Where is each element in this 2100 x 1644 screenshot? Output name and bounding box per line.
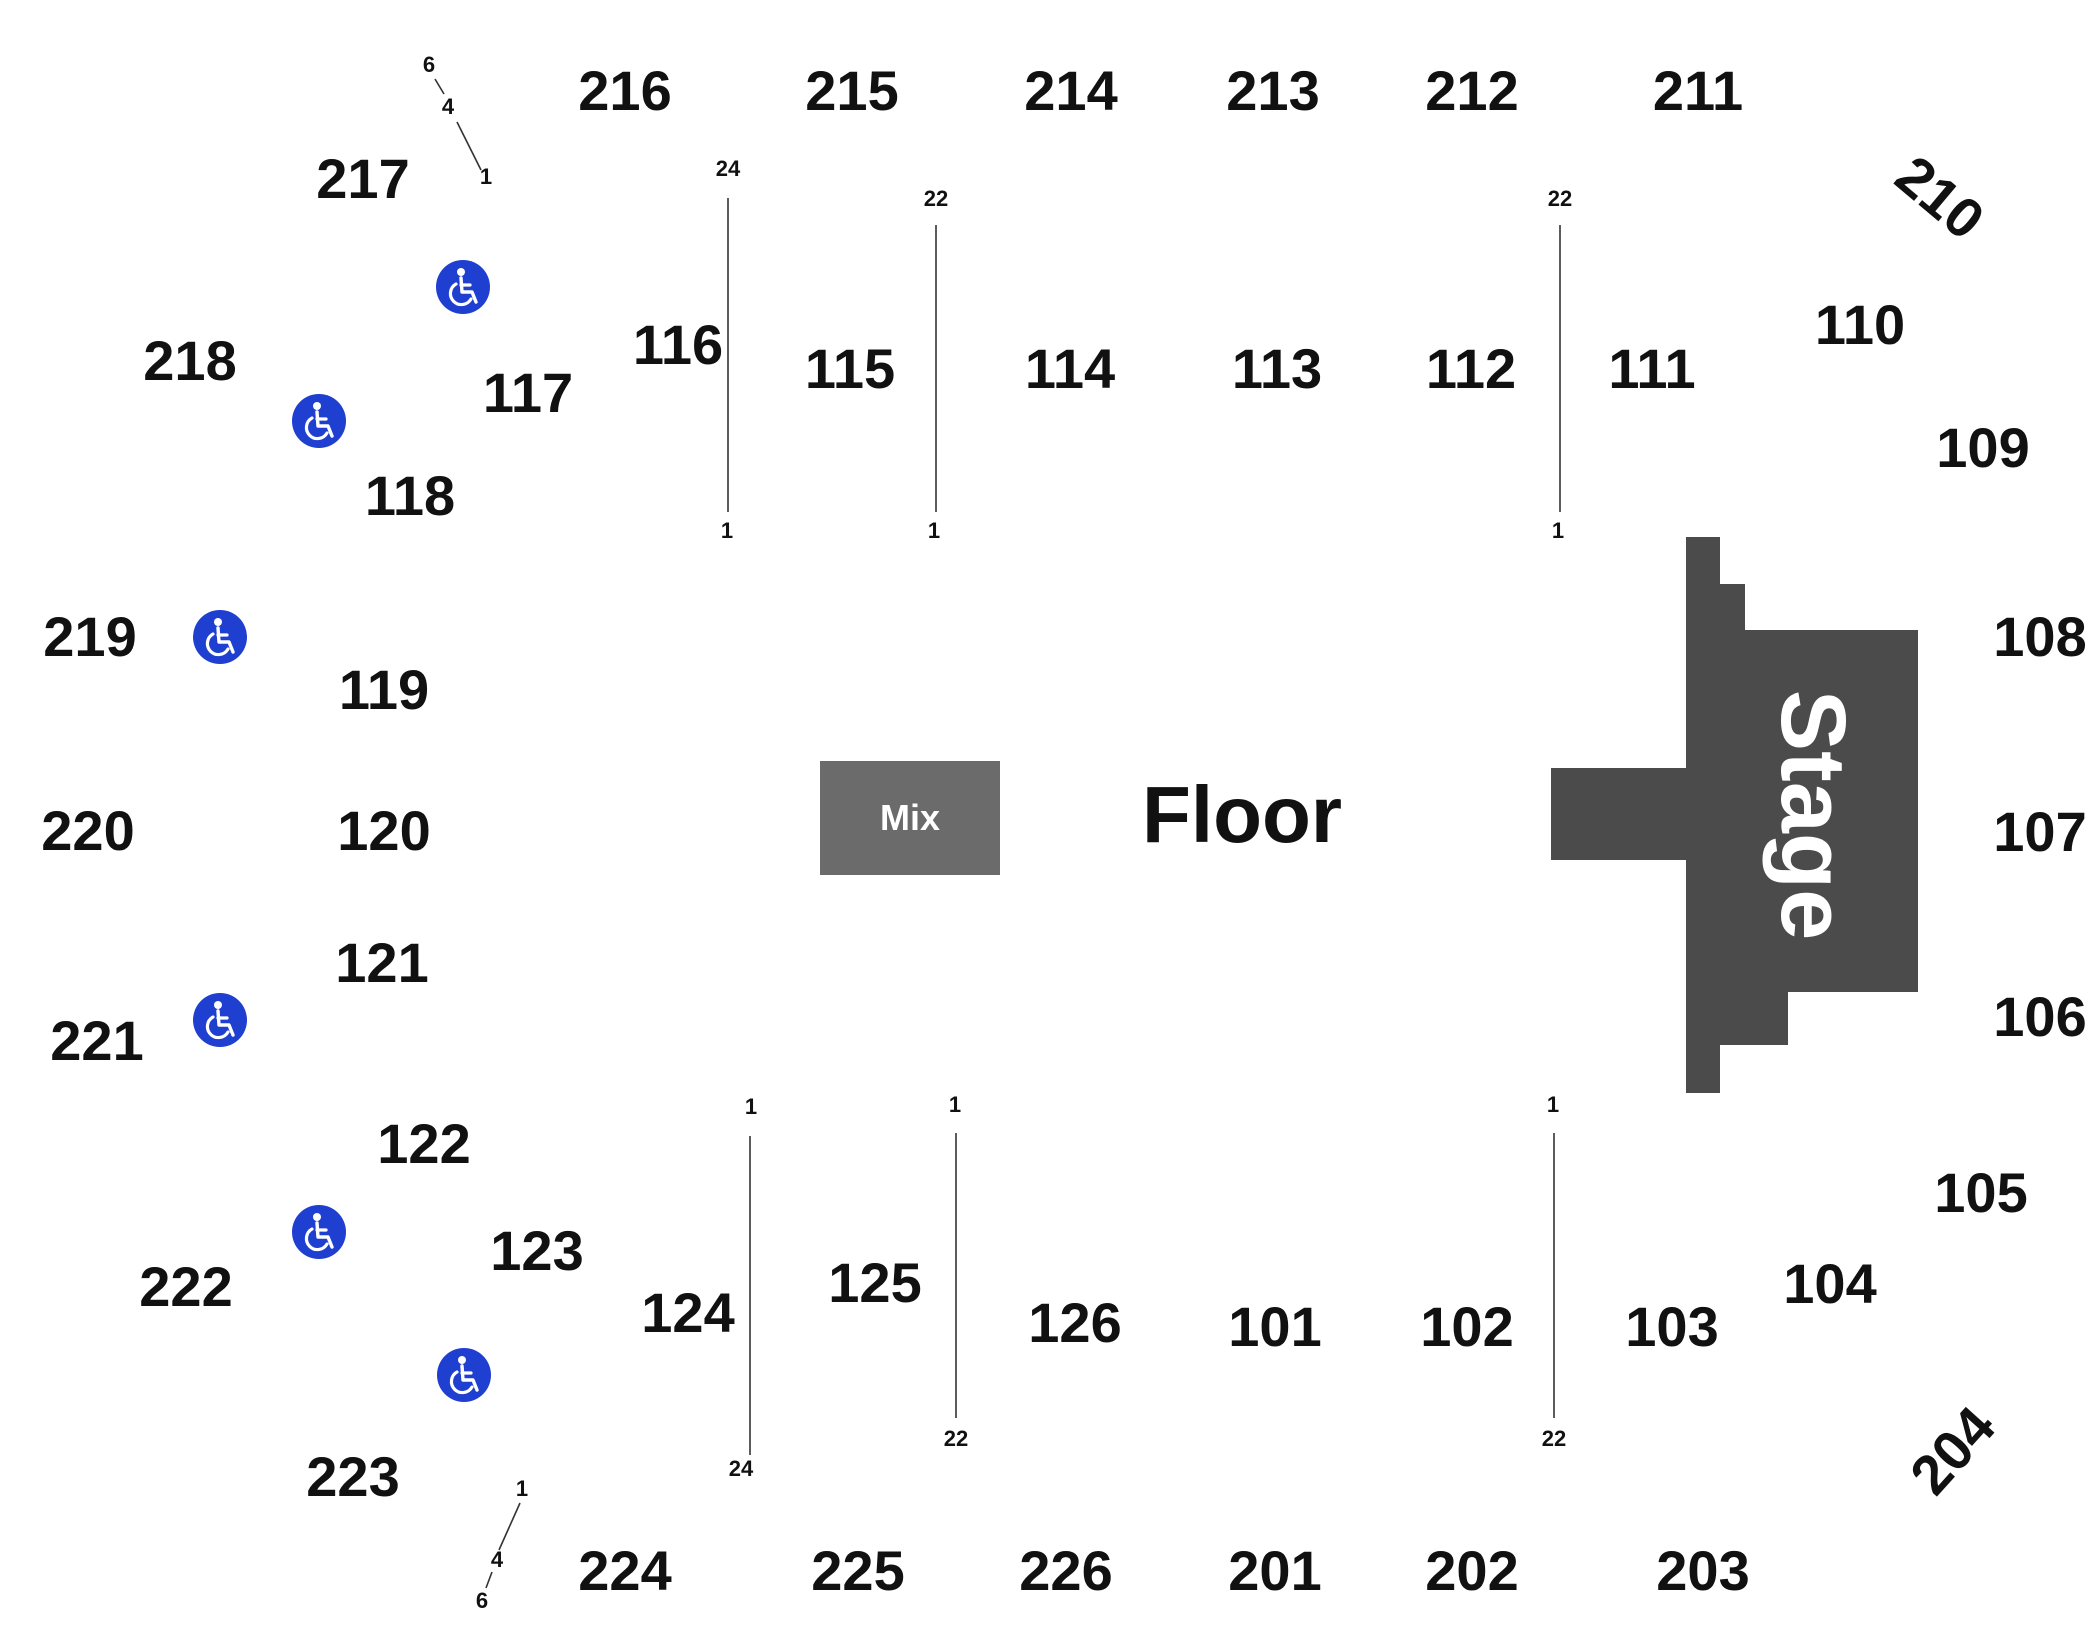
section-109[interactable]: 109: [1936, 416, 2029, 479]
wheelchair-accessible-icon[interactable]: [191, 608, 249, 666]
aisle-line-223-b: [485, 1571, 493, 1589]
stage-label: Stage: [1762, 690, 1864, 941]
section-213[interactable]: 213: [1226, 59, 1319, 122]
row-marker-22-125: 22: [944, 1426, 968, 1451]
section-215[interactable]: 215: [805, 59, 898, 122]
row-marker-1-bottom: 1: [516, 1476, 528, 1501]
section-226[interactable]: 226: [1019, 1539, 1112, 1602]
section-126[interactable]: 126: [1028, 1291, 1121, 1354]
section-211[interactable]: 211: [1653, 59, 1743, 122]
aisle-line-217-a: [434, 78, 445, 95]
section-221[interactable]: 221: [50, 1009, 143, 1072]
row-marker-4-top: 4: [442, 94, 455, 119]
wheelchair-accessible-icon[interactable]: [434, 258, 492, 316]
section-110[interactable]: 110: [1815, 293, 1905, 356]
section-104[interactable]: 104: [1783, 1252, 1876, 1315]
section-106[interactable]: 106: [1993, 985, 2086, 1048]
section-113[interactable]: 113: [1232, 337, 1322, 400]
section-201[interactable]: 201: [1228, 1539, 1321, 1602]
section-119[interactable]: 119: [339, 658, 429, 721]
section-108[interactable]: 108: [1993, 605, 2086, 668]
row-marker-1-115: 1: [928, 518, 940, 543]
aisle-line-223-a: [498, 1502, 521, 1551]
row-marker-24-top: 24: [716, 156, 741, 181]
section-114[interactable]: 114: [1025, 337, 1115, 400]
section-218[interactable]: 218: [143, 329, 236, 392]
floor-label[interactable]: Floor: [1142, 770, 1342, 859]
section-223[interactable]: 223: [306, 1445, 399, 1508]
section-224[interactable]: 224: [578, 1539, 671, 1602]
stage: [1551, 537, 1918, 1093]
row-marker-4-bottom: 4: [491, 1547, 504, 1572]
row-marker-6-bottom: 6: [476, 1588, 488, 1613]
section-122[interactable]: 122: [377, 1112, 470, 1175]
section-107[interactable]: 107: [1993, 800, 2086, 863]
section-214[interactable]: 214: [1024, 59, 1117, 122]
row-marker-22-103: 22: [1542, 1426, 1566, 1451]
wheelchair-accessible-icon[interactable]: [191, 991, 249, 1049]
section-111[interactable]: 111: [1608, 337, 1695, 400]
section-116[interactable]: 116: [633, 313, 723, 376]
section-101[interactable]: 101: [1228, 1295, 1321, 1358]
section-105[interactable]: 105: [1934, 1161, 2027, 1224]
wheelchair-accessible-icon[interactable]: [290, 392, 348, 450]
row-marker-22-111: 22: [1548, 186, 1572, 211]
row-marker-1-103: 1: [1547, 1092, 1559, 1117]
section-225[interactable]: 225: [811, 1539, 904, 1602]
section-216[interactable]: 216: [578, 59, 671, 122]
section-222[interactable]: 222: [139, 1255, 232, 1318]
row-marker-1-top: 1: [480, 164, 492, 189]
section-212[interactable]: 212: [1425, 59, 1518, 122]
section-219[interactable]: 219: [43, 605, 136, 668]
section-117[interactable]: 117: [483, 361, 573, 424]
row-marker-1-124: 1: [745, 1094, 757, 1119]
wheelchair-accessible-icon[interactable]: [435, 1346, 493, 1404]
row-marker-1-111: 1: [1552, 518, 1564, 543]
section-103[interactable]: 103: [1625, 1295, 1718, 1358]
section-120[interactable]: 120: [337, 799, 430, 862]
row-marker-6-top: 6: [423, 52, 435, 77]
section-204[interactable]: 204: [1898, 1395, 2007, 1507]
section-102[interactable]: 102: [1420, 1295, 1513, 1358]
section-112[interactable]: 112: [1426, 337, 1516, 400]
section-220[interactable]: 220: [41, 799, 134, 862]
row-marker-22-115: 22: [924, 186, 948, 211]
row-marker-24-124: 24: [729, 1456, 754, 1481]
section-121[interactable]: 121: [335, 931, 428, 994]
aisle-line-217-b: [456, 121, 482, 171]
section-217[interactable]: 217: [316, 147, 409, 210]
section-203[interactable]: 203: [1656, 1539, 1749, 1602]
row-marker-1-116: 1: [721, 518, 733, 543]
section-118[interactable]: 118: [365, 464, 455, 527]
section-125[interactable]: 125: [828, 1251, 921, 1314]
section-124[interactable]: 124: [641, 1281, 734, 1344]
section-123[interactable]: 123: [490, 1219, 583, 1282]
wheelchair-accessible-icon[interactable]: [290, 1203, 348, 1261]
mix-label: Mix: [880, 797, 940, 838]
section-202[interactable]: 202: [1425, 1539, 1518, 1602]
row-marker-1-125: 1: [949, 1092, 961, 1117]
section-115[interactable]: 115: [805, 337, 895, 400]
section-210[interactable]: 210: [1884, 143, 1996, 251]
mix-position[interactable]: [820, 761, 1000, 875]
